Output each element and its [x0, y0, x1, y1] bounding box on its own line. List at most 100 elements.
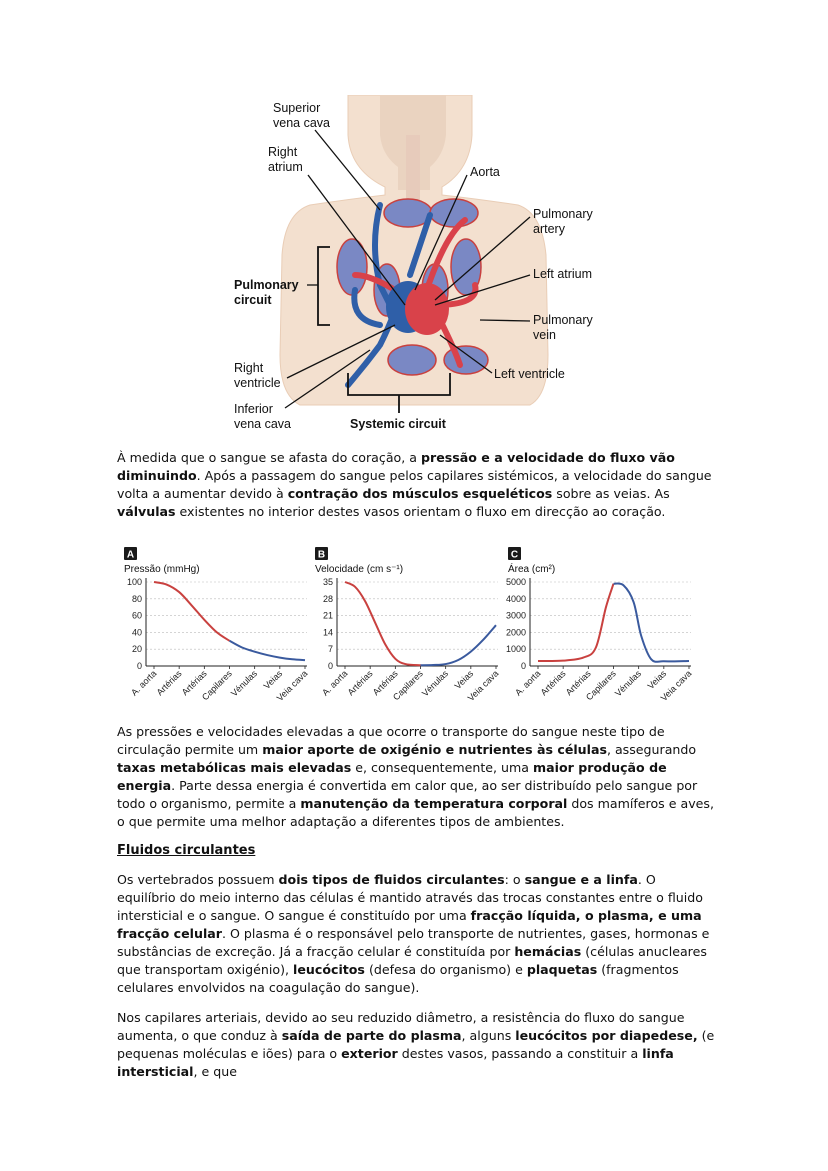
- text-run: dos mamíferos e aves, o que permite uma …: [117, 796, 714, 829]
- panel-badge: [508, 547, 521, 560]
- y-tick-label: 1000: [506, 644, 526, 654]
- label-aorta: Aorta: [470, 165, 500, 179]
- circulation-diagram: Superior vena cava Right atrium Aorta Pu…: [234, 95, 596, 431]
- bold-text-run: dois tipos de fluidos circulantes: [278, 872, 505, 887]
- x-tick-label: Artérias: [539, 668, 568, 697]
- text-run: , alguns: [461, 1028, 516, 1043]
- text-run: destes vasos, passando a constituir a: [397, 1046, 643, 1061]
- panel-letter: A: [127, 550, 134, 561]
- bold-text-run: contração dos músculos esqueléticos: [287, 486, 553, 501]
- panel-badge: [124, 547, 137, 560]
- text-run: (células anucleares que transportam oxig…: [117, 944, 707, 977]
- series-line: [344, 581, 421, 667]
- label-right-atrium: Right atrium: [268, 145, 303, 174]
- label-pulmonary-circuit: Pulmonary circuit: [234, 278, 302, 307]
- systemic-circuit-bracket: [347, 373, 451, 413]
- text-run: (defesa do organismo) e: [364, 962, 527, 977]
- y-tick-label: 4000: [506, 594, 526, 604]
- bold-text-run: linfa intersticial: [117, 1046, 674, 1079]
- chart-title: Área (cm²): [508, 562, 555, 575]
- bold-text-run: leucócitos: [293, 962, 365, 977]
- label-pulmonary-artery: Pulmonary artery: [533, 207, 596, 236]
- y-tick-label: 35: [323, 577, 333, 587]
- text-run: existentes no interior destes vasos orie…: [175, 504, 666, 519]
- bold-text-run: exterior: [341, 1046, 398, 1061]
- chart-title: Velocidade (cm s⁻¹): [315, 564, 403, 575]
- text-run: (e pequenas moléculas e iões) para o: [117, 1028, 715, 1061]
- text-run: À medida que o sangue se afasta do coraç…: [117, 450, 421, 465]
- y-tick-label: 21: [323, 611, 333, 621]
- bold-text-run: válvulas: [117, 504, 176, 519]
- heart: [386, 281, 449, 335]
- bold-text-run: maior produção de energia: [117, 760, 667, 793]
- x-tick-label: Artérias: [346, 668, 375, 697]
- bold-text-run: taxas metabólicas mais elevadas: [117, 760, 352, 775]
- y-tick-label: 80: [132, 594, 142, 604]
- text-run: (fragmentos celulares envolvidos na coag…: [117, 962, 679, 995]
- body-silhouette: [279, 95, 549, 406]
- label-left-ventricle: Left ventricle: [494, 367, 565, 381]
- y-tick-label: 7: [328, 644, 333, 654]
- label-right-ventricle: Right ventricle: [234, 361, 281, 390]
- panel-letter: C: [511, 550, 518, 561]
- bold-text-run: fracção líquida, o plasma, e uma fracção…: [117, 908, 702, 941]
- pointer-lines: [284, 129, 531, 409]
- text-run: . Após a passagem do sangue pelos capila…: [117, 468, 712, 501]
- x-tick-label: Veias: [262, 668, 285, 691]
- y-tick-label: 0: [137, 661, 142, 671]
- series-line: [613, 582, 690, 663]
- section-heading: Fluidos circulantes: [117, 843, 256, 858]
- paragraph-fluids: Os vertebrados possuem dois tipos de flu…: [117, 871, 717, 997]
- bold-text-run: manutenção da temperatura corporal: [300, 796, 568, 811]
- x-tick-label: A. aorta: [513, 668, 542, 697]
- x-tick-label: Vénulas: [613, 668, 643, 698]
- x-tick-label: Veias: [646, 668, 669, 691]
- series-line: [420, 624, 497, 667]
- text-run: , e que: [193, 1064, 237, 1079]
- label-inferior-vena-cava: Inferior vena cava: [234, 402, 291, 431]
- text-run: sobre as veias. As: [552, 486, 670, 501]
- label-pulmonary-vein: Pulmonary vein: [533, 313, 596, 342]
- label-superior-vena-cava: Superior vena cava: [273, 101, 330, 130]
- y-tick-label: 2000: [506, 627, 526, 637]
- text-run: Nos capilares arteriais, devido ao seu r…: [117, 1010, 685, 1043]
- y-tick-label: 20: [132, 644, 142, 654]
- y-tick-label: 5000: [506, 577, 526, 587]
- label-left-atrium: Left atrium: [533, 267, 592, 281]
- y-tick-label: 0: [328, 661, 333, 671]
- x-tick-label: Veias: [453, 668, 476, 691]
- series-line: [153, 581, 231, 642]
- bold-text-run: pressão e a velocidade do fluxo vão dimi…: [117, 450, 675, 483]
- x-tick-label: Vénulas: [229, 668, 259, 698]
- x-tick-label: A. aorta: [129, 668, 158, 697]
- text-run: : o: [504, 872, 525, 887]
- y-tick-label: 100: [127, 577, 142, 587]
- y-tick-label: 40: [132, 627, 142, 637]
- y-tick-label: 0: [521, 661, 526, 671]
- bold-text-run: saída de parte do plasma: [281, 1028, 462, 1043]
- y-tick-label: 14: [323, 627, 333, 637]
- paragraph-blood-flow: À medida que o sangue se afasta do coraç…: [117, 449, 717, 521]
- text-run: e, consequentemente, uma: [351, 760, 534, 775]
- y-tick-label: 3000: [506, 611, 526, 621]
- x-tick-label: Artérias: [155, 668, 184, 697]
- series-line: [537, 583, 615, 662]
- text-run: As pressões e velocidades elevadas a que…: [117, 724, 665, 757]
- y-tick-label: 28: [323, 594, 333, 604]
- series-line: [229, 639, 306, 662]
- bold-text-run: leucócitos por diapedese,: [515, 1028, 698, 1043]
- text-run: , assegurando: [606, 742, 697, 757]
- label-systemic-circuit: Systemic circuit: [350, 417, 447, 431]
- y-tick-label: 60: [132, 611, 142, 621]
- paragraph-energy: As pressões e velocidades elevadas a que…: [117, 723, 717, 831]
- bold-text-run: sangue e a linfa: [524, 872, 638, 887]
- x-tick-label: Vénulas: [420, 668, 450, 698]
- bold-text-run: maior aporte de oxigénio e nutrientes às…: [262, 742, 607, 757]
- panel-badge: [315, 547, 328, 560]
- x-tick-label: A. aorta: [320, 668, 349, 697]
- text-run: . Parte dessa energia é convertida em ca…: [117, 778, 698, 811]
